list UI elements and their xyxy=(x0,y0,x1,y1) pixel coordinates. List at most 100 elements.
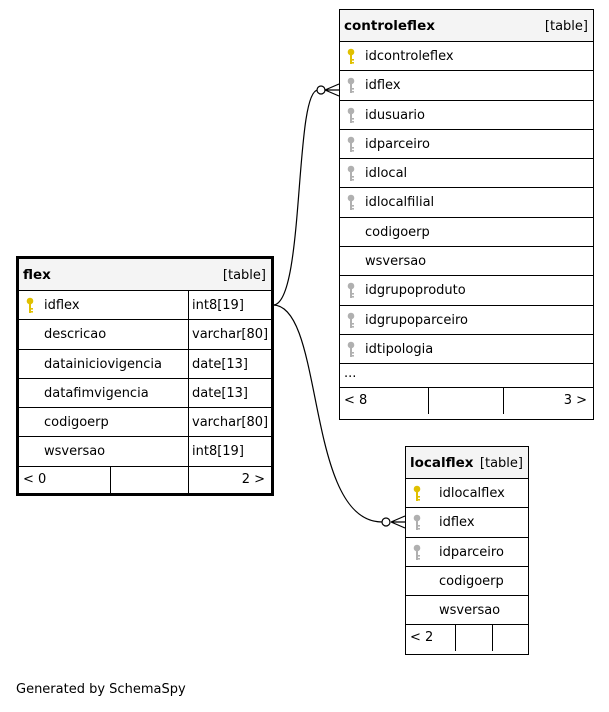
column-row-descricao[interactable]: descricao varchar[80] xyxy=(19,320,271,350)
table-name: flex xyxy=(23,267,51,283)
column-type: date[13] xyxy=(188,349,248,378)
table-header: flex [table] xyxy=(19,259,271,291)
column-row-codigoerp[interactable]: codigoerp xyxy=(340,218,593,248)
column-name: idflex xyxy=(439,515,475,531)
footer-divider xyxy=(492,625,493,652)
column-name: idcontroleflex xyxy=(365,49,454,64)
table-tag: [table] xyxy=(222,268,266,283)
child-count: 3 > xyxy=(563,393,587,409)
table-tag: [table] xyxy=(544,19,588,34)
edge-flex-localflex xyxy=(272,304,383,523)
column-row-datainiciovigencia[interactable]: datainiciovigencia date[13] xyxy=(19,349,271,379)
column-type: date[13] xyxy=(188,378,248,408)
column-row-idflex[interactable]: idflex xyxy=(406,508,528,538)
column-row-idgrupoproduto[interactable]: idgrupoproduto xyxy=(340,276,593,306)
column-row-codigoerp[interactable]: codigoerp xyxy=(406,567,528,597)
edge-flex-controleflex-crowfoot xyxy=(324,83,340,97)
column-type: varchar[80] xyxy=(188,320,268,349)
edge-flex-localflex-optional-marker xyxy=(381,517,391,527)
column-name: idusuario xyxy=(365,107,425,123)
column-row-idusuario[interactable]: idusuario xyxy=(340,101,593,130)
column-row-idtipologia[interactable]: idtipologia xyxy=(340,335,593,365)
column-name: idlocalflex xyxy=(439,486,505,501)
generated-by-note: Generated by SchemaSpy xyxy=(16,682,186,697)
foreign-key-icon xyxy=(412,514,422,531)
foreign-key-icon xyxy=(346,107,356,124)
column-list: idcontroleflex idflex idusuario idparceiro i… xyxy=(340,42,593,365)
column-type: int8[19] xyxy=(188,291,244,320)
column-row-codigoerp[interactable]: codigoerp varchar[80] xyxy=(19,408,271,438)
column-type: int8[19] xyxy=(188,437,244,466)
table-tag: [table] xyxy=(479,456,523,471)
column-name: idtipologia xyxy=(365,341,434,357)
column-list: idlocalflex idflex idparceiro codigoerp wsve… xyxy=(406,479,528,626)
column-row-datafimvigencia[interactable]: datafimvigencia date[13] xyxy=(19,378,271,409)
column-name: datafimvigencia xyxy=(44,385,149,401)
table-footer: < 0 2 > xyxy=(19,466,271,493)
column-row-idgrupoparceiro[interactable]: idgrupoparceiro xyxy=(340,306,593,335)
column-name: idlocal xyxy=(365,166,408,182)
table-footer: < 8 3 > xyxy=(340,388,593,415)
column-row-idflex[interactable]: idflex xyxy=(340,71,593,101)
edge-flex-controleflex xyxy=(272,89,319,306)
column-name: wsversao xyxy=(439,603,501,619)
table-name: controleflex xyxy=(344,18,435,34)
ellipsis-text: ... xyxy=(344,366,357,382)
primary-key-icon xyxy=(25,297,35,314)
column-type: varchar[80] xyxy=(188,408,268,437)
column-row-wsversao[interactable]: wsversao xyxy=(340,247,593,277)
edge-flex-controleflex-optional-marker xyxy=(316,85,326,95)
edge-flex-localflex-crowfoot xyxy=(390,515,406,529)
foreign-key-icon xyxy=(346,341,356,358)
child-count: 2 > xyxy=(241,471,265,487)
column-name: idflex xyxy=(365,78,401,94)
foreign-key-icon xyxy=(346,194,356,211)
footer-divider xyxy=(428,388,429,415)
column-row-idparceiro[interactable]: idparceiro xyxy=(406,538,528,567)
footer-divider xyxy=(188,466,189,493)
column-name: descricao xyxy=(44,327,107,343)
column-name: datainiciovigencia xyxy=(44,356,162,372)
column-row-idlocalflex[interactable]: idlocalflex xyxy=(406,479,528,509)
column-row-idcontroleflex[interactable]: idcontroleflex xyxy=(340,42,593,72)
parent-count: < 0 xyxy=(23,471,47,487)
table-localflex[interactable]: localflex [table] idlocalflex idflex idpar… xyxy=(405,446,529,655)
footer-divider xyxy=(455,625,456,652)
column-name: codigoerp xyxy=(439,573,504,589)
column-name: idgrupoparceiro xyxy=(365,312,468,328)
foreign-key-icon xyxy=(346,312,356,329)
column-row-idparceiro[interactable]: idparceiro xyxy=(340,130,593,160)
more-columns: ... xyxy=(340,364,593,389)
column-name: codigoerp xyxy=(44,415,109,431)
column-name: idparceiro xyxy=(365,136,430,152)
table-controleflex[interactable]: controleflex [table] idcontroleflex idfle… xyxy=(339,9,594,420)
column-row-wsversao[interactable]: wsversao int8[19] xyxy=(19,437,271,467)
column-row-idflex[interactable]: idflex int8[19] xyxy=(19,291,271,321)
column-name: wsversao xyxy=(44,444,106,460)
parent-count: < 2 xyxy=(410,630,434,646)
column-name: idparceiro xyxy=(439,544,504,560)
column-name: wsversao xyxy=(365,254,427,270)
foreign-key-icon xyxy=(412,544,422,561)
column-name: idflex xyxy=(44,298,80,313)
foreign-key-icon xyxy=(346,165,356,182)
column-name: codigoerp xyxy=(365,224,430,240)
column-row-idlocal[interactable]: idlocal xyxy=(340,159,593,189)
footer-divider xyxy=(503,388,504,415)
foreign-key-icon xyxy=(346,77,356,94)
table-header: controleflex [table] xyxy=(340,10,593,42)
primary-key-icon xyxy=(412,485,422,502)
column-row-idlocalfilial[interactable]: idlocalfilial xyxy=(340,188,593,218)
table-flex[interactable]: flex [table] idflex int8[19] descricao varc… xyxy=(16,256,274,496)
foreign-key-icon xyxy=(346,136,356,153)
primary-key-icon xyxy=(346,48,356,65)
column-name: idgrupoproduto xyxy=(365,283,466,299)
table-header: localflex [table] xyxy=(406,447,528,479)
column-row-wsversao[interactable]: wsversao xyxy=(406,596,528,626)
column-name: idlocalfilial xyxy=(365,195,435,211)
table-name: localflex xyxy=(410,455,474,471)
table-footer: < 2 xyxy=(406,625,528,652)
parent-count: < 8 xyxy=(344,393,368,409)
